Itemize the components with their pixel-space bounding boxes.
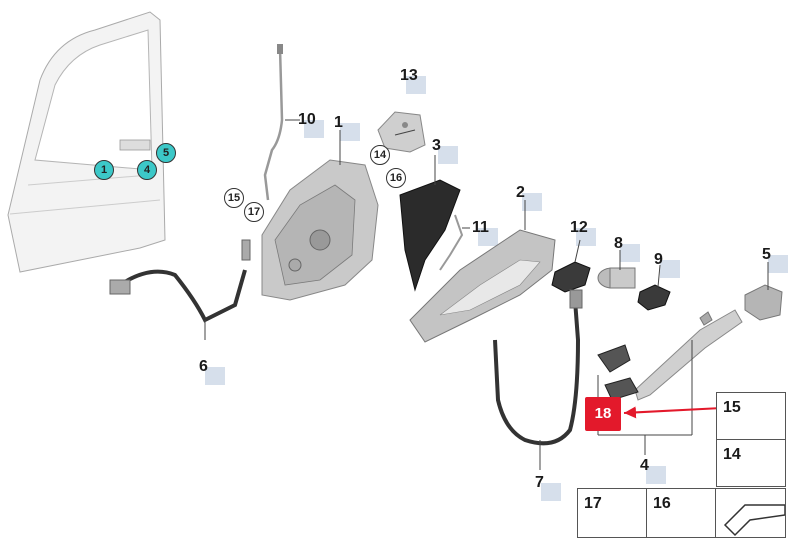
lock-rod [263, 44, 284, 201]
legend-box-15: 15 [716, 392, 786, 440]
circled-label-15: 15 [224, 188, 244, 208]
callout-4: 4 [640, 457, 666, 484]
callout-8: 8 [614, 235, 640, 262]
small-rod [439, 214, 464, 271]
callout-13: 13 [400, 67, 426, 94]
circled-label-4: 4 [137, 160, 157, 180]
bowden-cable-rear [493, 289, 583, 446]
legend-box-arrow [715, 488, 786, 538]
circled-label-17: 17 [244, 202, 264, 222]
legend-box-16: 16 [646, 488, 716, 538]
car-door-illustration [7, 11, 166, 273]
callout-6: 6 [199, 358, 225, 385]
outer-handle [634, 309, 743, 401]
legend-box-17: 17 [577, 488, 647, 538]
legend-number: 15 [723, 399, 741, 416]
callout-7: 7 [535, 474, 561, 501]
callout-9: 9 [654, 251, 680, 278]
callout-5: 5 [762, 246, 788, 273]
callout-12: 12 [570, 219, 596, 246]
seal [637, 284, 671, 311]
dark-bracket [399, 179, 461, 292]
legend-number: 17 [584, 495, 602, 512]
callout-1: 1 [334, 114, 360, 141]
handle-inserts [597, 344, 639, 401]
highlight-arrow [623, 406, 723, 419]
callout-2: 2 [516, 184, 542, 211]
bowden-cable-front [109, 239, 251, 323]
gasket [551, 261, 591, 293]
legend-number: 16 [653, 495, 671, 512]
circled-label-5: 5 [156, 143, 176, 163]
highlighted-part-label[interactable]: 18 [585, 397, 621, 431]
lock-cylinder [597, 267, 636, 289]
end-cap [744, 284, 783, 321]
callout-11: 11 [472, 219, 498, 246]
legend-box-14: 14 [716, 439, 786, 487]
callout-3: 3 [432, 137, 458, 164]
circled-label-16: 16 [386, 168, 406, 188]
circled-label-14: 14 [370, 145, 390, 165]
circled-label-1: 1 [94, 160, 114, 180]
callout-10: 10 [298, 111, 324, 138]
door-lock-assembly [261, 159, 379, 301]
handle-carrier [409, 229, 556, 343]
legend-number: 14 [723, 446, 741, 463]
